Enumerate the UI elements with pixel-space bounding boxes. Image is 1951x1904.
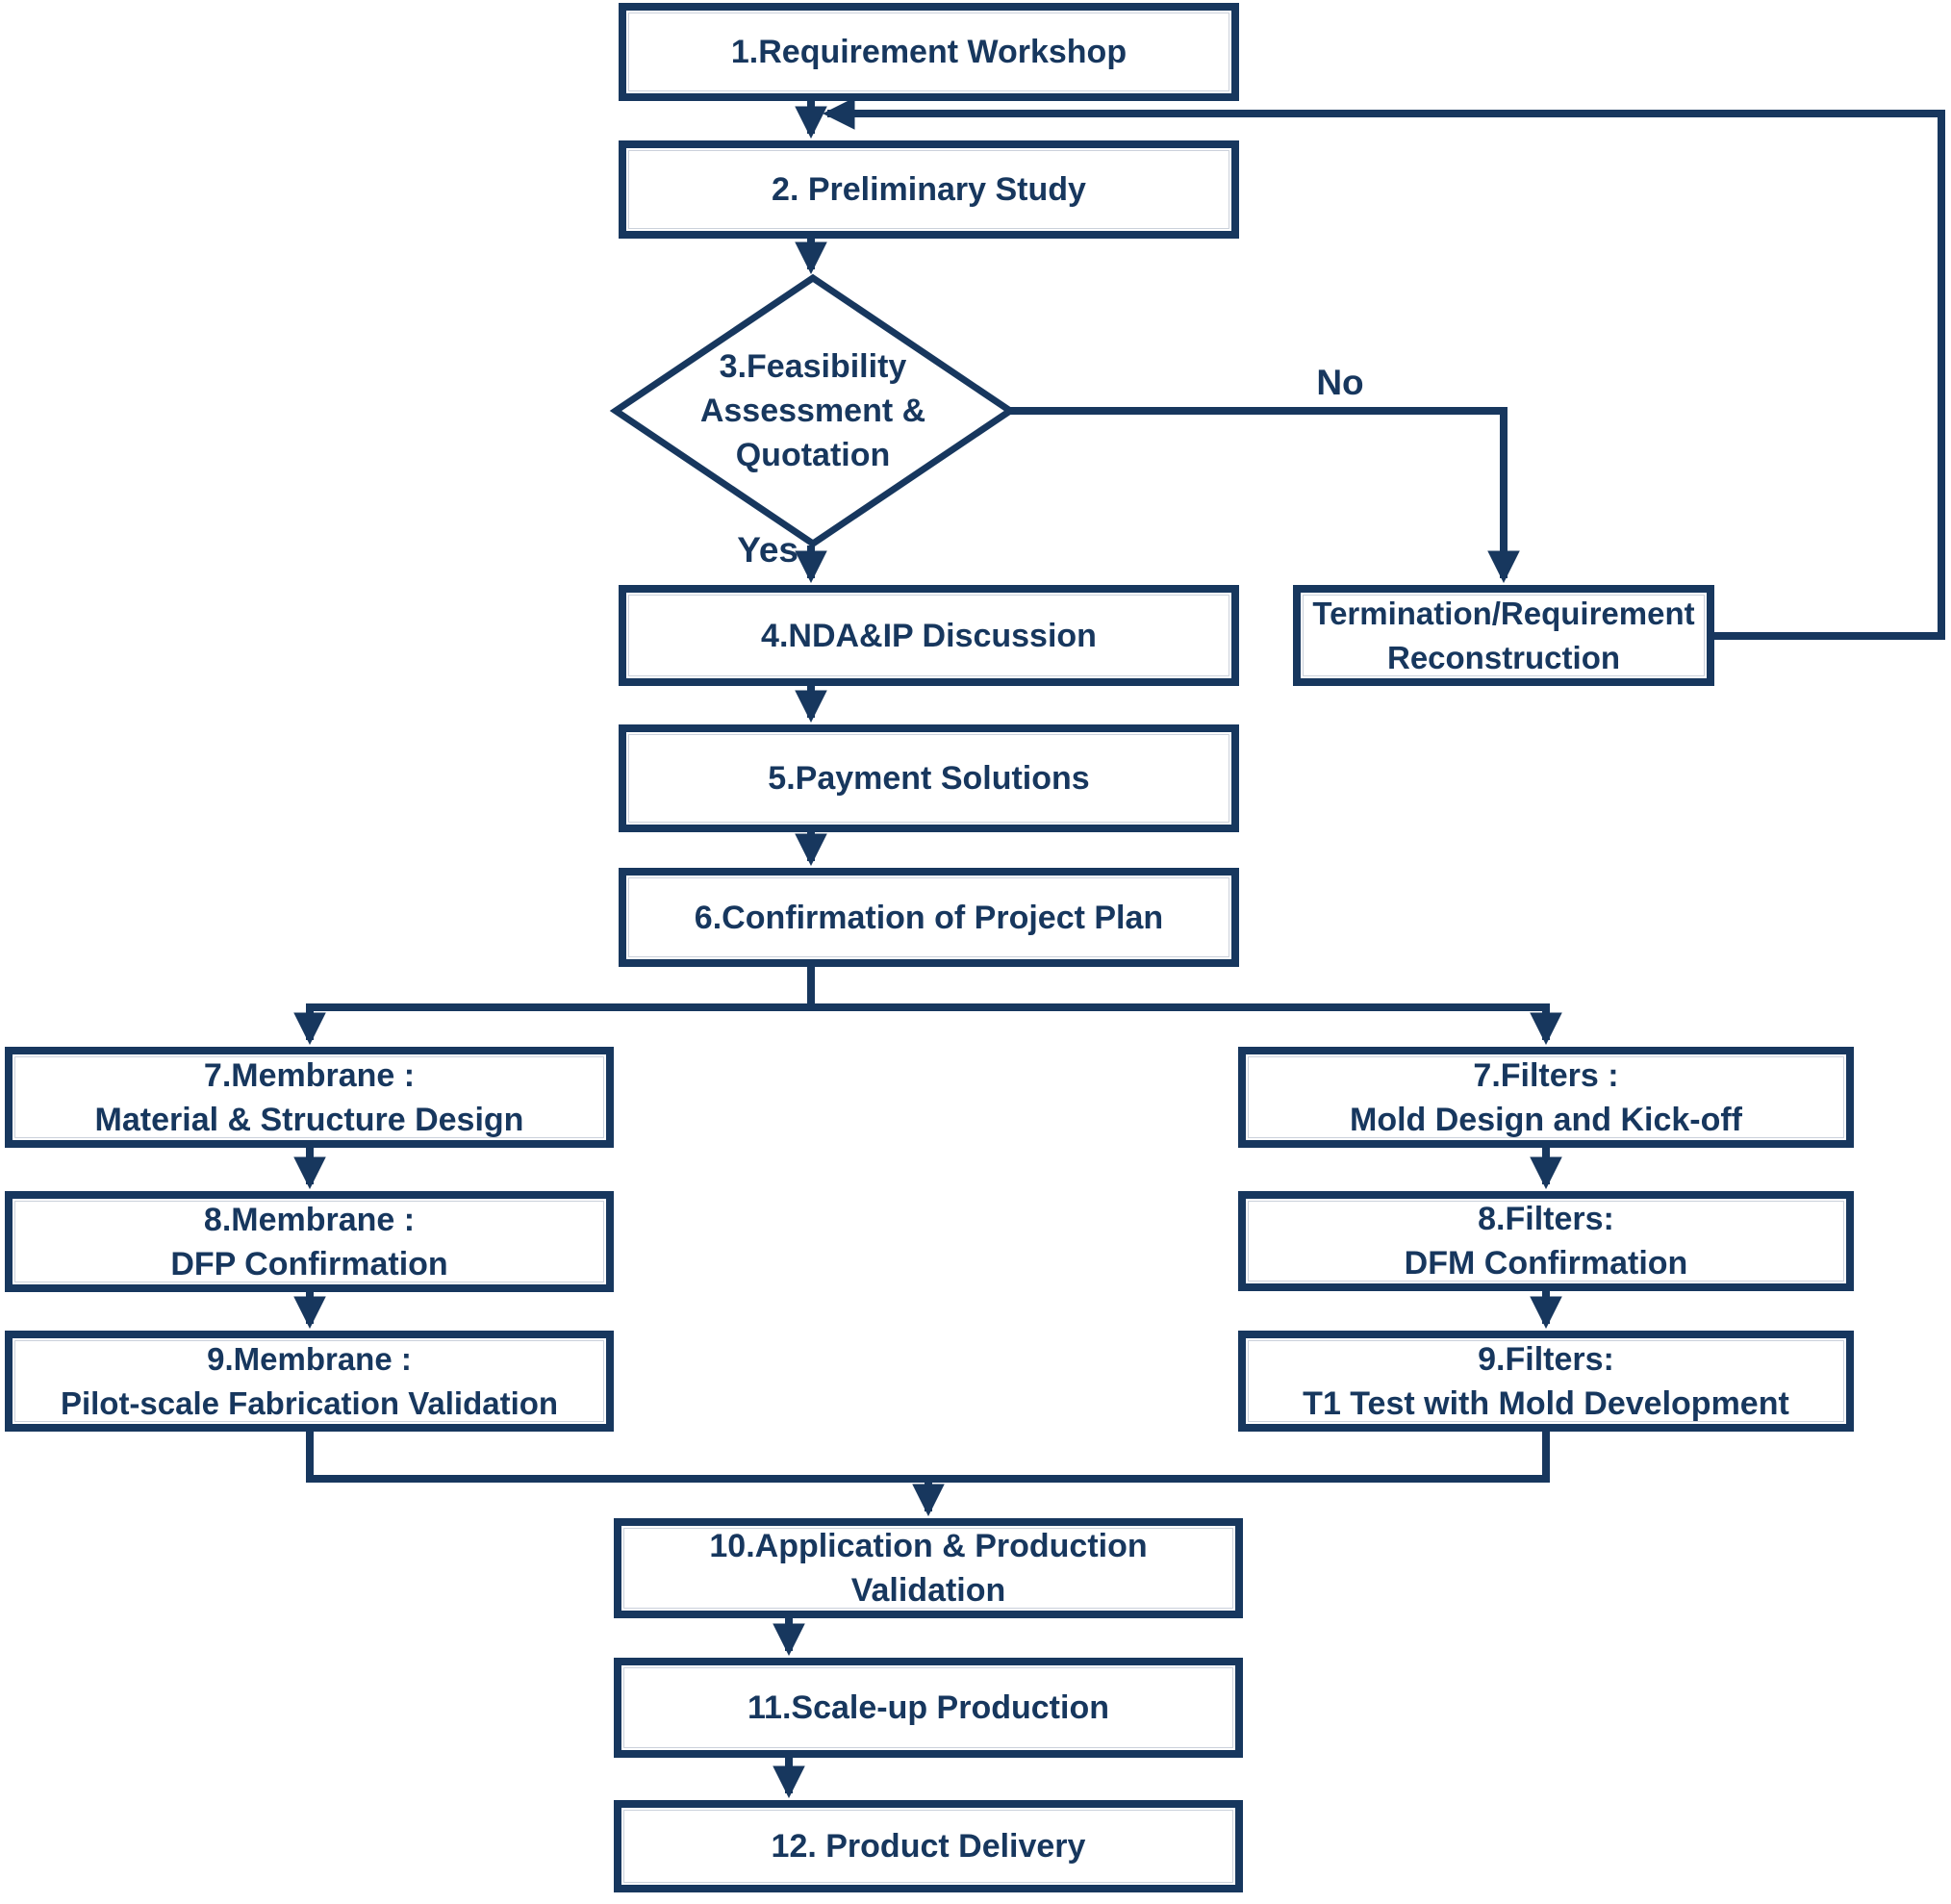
node-filters-dfm-confirmation: 8.Filters: DFM Confirmation	[1238, 1191, 1854, 1291]
node-filters-t1-test-mold-development: 9.Filters: T1 Test with Mold Development	[1238, 1331, 1854, 1432]
node-feasibility-assessment-label: 3.Feasibility Assessment & Quotation	[621, 296, 1005, 525]
node-label-line2: Mold Design and Kick-off	[1350, 1101, 1742, 1138]
node-membrane-pilot-scale-fabrication-validation: 9.Membrane : Pilot-scale Fabrication Val…	[5, 1331, 614, 1432]
node-preliminary-study: 2. Preliminary Study	[619, 140, 1239, 239]
node-label-line2: Assessment &	[699, 393, 926, 429]
decision-diamond	[609, 273, 1017, 548]
node-label-line2: Validation	[850, 1572, 1006, 1609]
node-scale-up-production: 11.Scale-up Production	[614, 1658, 1243, 1758]
node-label: 1.Requirement Workshop	[730, 34, 1128, 70]
node-label-line2: DFM Confirmation	[1404, 1245, 1688, 1282]
node-label-line2: DFP Confirmation	[170, 1245, 448, 1282]
node-label-line2: Reconstruction	[1386, 639, 1621, 675]
node-filters-mold-design-kickoff: 7.Filters : Mold Design and Kick-off	[1238, 1047, 1854, 1148]
node-termination-requirement-reconstruction: Termination/Requirement Reconstruction	[1293, 585, 1714, 686]
node-label-line1: 8.Membrane :	[203, 1201, 416, 1238]
node-label: 2. Preliminary Study	[772, 171, 1086, 208]
node-membrane-material-structure-design: 7.Membrane : Material & Structure Design	[5, 1047, 614, 1148]
node-nda-ip-discussion: 4.NDA&IP Discussion	[619, 585, 1239, 686]
node-label-line2: T1 Test with Mold Development	[1303, 1384, 1789, 1422]
edge-label-yes: Yes	[737, 530, 798, 570]
node-label: 5.Payment Solutions	[768, 760, 1090, 797]
node-label-line1: 7.Filters :	[1473, 1056, 1619, 1094]
node-membrane-dfp-confirmation: 8.Membrane : DFP Confirmation	[5, 1191, 614, 1292]
node-application-production-validation: 10.Application & Production Validation	[614, 1518, 1243, 1618]
node-label: 6.Confirmation of Project Plan	[694, 899, 1164, 936]
node-payment-solutions: 5.Payment Solutions	[619, 724, 1239, 832]
node-label: 12. Product Delivery	[771, 1828, 1086, 1865]
node-label-line1: 7.Membrane :	[203, 1056, 416, 1094]
edge-label-no: No	[1316, 363, 1364, 402]
node-label-line1: 8.Filters:	[1478, 1201, 1614, 1237]
connector-termination-feedback	[822, 97, 1945, 640]
node-label-line1: 3.Feasibility	[719, 348, 907, 385]
node-label-line3: Quotation	[735, 437, 891, 473]
connector-decision3-termination-no	[1010, 407, 1520, 584]
node-label-line1: 10.Application & Production	[709, 1528, 1148, 1564]
node-product-delivery: 12. Product Delivery	[614, 1800, 1243, 1892]
node-label-line2: Material & Structure Design	[94, 1101, 524, 1138]
node-label-line1: Termination/Requirement	[1312, 595, 1695, 631]
node-label: 11.Scale-up Production	[747, 1689, 1109, 1726]
node-label-line2: Pilot-scale Fabrication Validation	[60, 1384, 559, 1421]
node-label-line1: 9.Filters:	[1478, 1340, 1614, 1378]
node-requirement-workshop: 1.Requirement Workshop	[619, 3, 1239, 101]
node-label: 4.NDA&IP Discussion	[761, 617, 1097, 654]
node-label-line1: 9.Membrane :	[207, 1340, 412, 1377]
node-confirmation-of-project-plan: 6.Confirmation of Project Plan	[619, 868, 1239, 967]
